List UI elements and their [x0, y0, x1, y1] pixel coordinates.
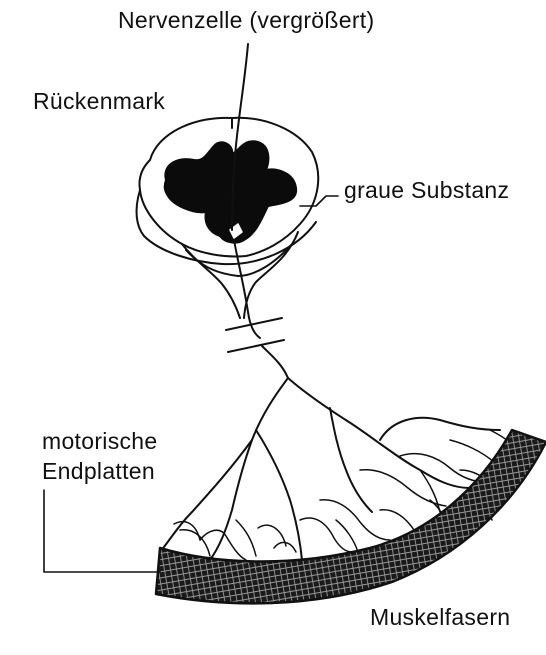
leader-end-plates	[44, 490, 160, 572]
spinal-cord-section	[137, 118, 319, 318]
break-mark-top	[226, 318, 282, 330]
muscle-fibers-label: Muskelfasern	[370, 603, 510, 631]
branch-right-2	[380, 418, 500, 440]
axon-continuation	[262, 346, 288, 378]
grey-matter-label: graue Substanz	[344, 176, 509, 204]
muscle-fibers-band	[156, 430, 546, 603]
end-plates-label-1: motorische	[42, 427, 157, 455]
break-mark-bottom	[228, 340, 284, 352]
branch-far-left	[160, 440, 252, 552]
branch-left	[210, 378, 288, 560]
title-label: Nervenzelle (vergrößert)	[118, 6, 374, 34]
spinal-cord-label: Rückenmark	[33, 87, 165, 115]
branch-left-2	[256, 430, 302, 560]
end-plates-label-2: Endplatten	[42, 457, 155, 485]
